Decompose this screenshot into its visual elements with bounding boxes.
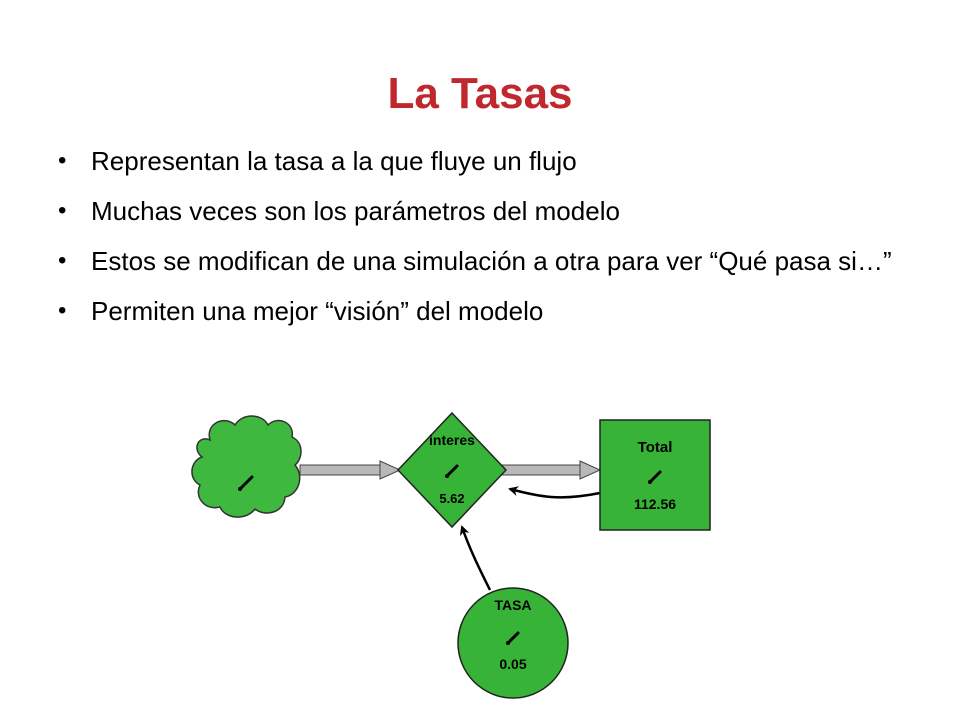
- bullet-text: Permiten una mejor “visión” del modelo: [91, 296, 544, 326]
- bullet-dot: •: [58, 247, 67, 274]
- bullet-item: • Permiten una mejor “visión” del modelo: [58, 294, 918, 328]
- connector-tasa-to-interes: [459, 525, 492, 591]
- bullet-item: • Muchas veces son los parámetros del mo…: [58, 194, 918, 228]
- variable-node-tasa[interactable]: TASA 0.05: [457, 587, 569, 699]
- dial-icon: [445, 464, 459, 478]
- bullet-dot: •: [58, 297, 67, 324]
- bullet-dot: •: [58, 197, 67, 224]
- bullet-list: • Representan la tasa a la que fluye un …: [58, 144, 918, 344]
- source-cloud[interactable]: [191, 415, 302, 518]
- bullet-item: • Representan la tasa a la que fluye un …: [58, 144, 918, 178]
- variable-value-tasa: 0.05: [499, 656, 526, 672]
- bullet-text: Estos se modifican de una simulación a o…: [91, 246, 892, 276]
- flow-pipe-source-to-interes: [299, 460, 402, 480]
- dial-icon: [648, 470, 662, 484]
- stock-label-total: Total: [638, 439, 673, 456]
- connector-total-to-interes: [508, 486, 601, 499]
- flow-node-interes[interactable]: interes 5.62: [396, 411, 508, 529]
- bullet-text: Muchas veces son los parámetros del mode…: [91, 196, 620, 226]
- stock-value-total: 112.56: [634, 496, 676, 512]
- stock-node-total[interactable]: Total 112.56: [599, 419, 711, 531]
- stock-flow-diagram: interes 5.62 Total 112.56 TASA: [191, 411, 711, 699]
- variable-label-tasa: TASA: [494, 597, 531, 613]
- bullet-text: Representan la tasa a la que fluye un fl…: [91, 146, 577, 176]
- flow-value-interes: 5.62: [439, 491, 464, 506]
- flow-pipe-interes-to-total: [501, 460, 602, 480]
- slide-title: La Tasas: [387, 69, 573, 118]
- dial-icon: [506, 631, 520, 645]
- dial-icon: [238, 475, 254, 491]
- bullet-item: • Estos se modifican de una simulación a…: [58, 244, 918, 278]
- flow-label-interes: interes: [429, 432, 475, 448]
- bullet-dot: •: [58, 147, 67, 174]
